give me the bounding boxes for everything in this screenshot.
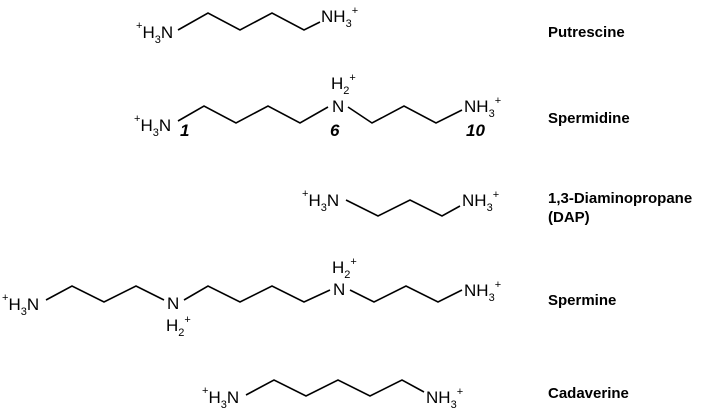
spermine-right-amine: NH3+ (464, 279, 501, 304)
spermidine-position-10: 10 (466, 121, 485, 140)
cadaverine-name: Cadaverine (548, 385, 629, 402)
spermine-h2-above: H2+ (332, 256, 357, 281)
spermine-chain-1 (45, 285, 165, 303)
spermine-chain-2 (183, 285, 331, 303)
spermidine-position-1: 1 (180, 121, 189, 140)
putrescine-name: Putrescine (548, 24, 625, 41)
cadaverine-carbon-chain (245, 379, 425, 397)
dap-name-line-1: 1,3-Diaminopropane (548, 190, 692, 207)
spermine-name: Spermine (548, 292, 616, 309)
spermidine-central-h2: H2+ (331, 72, 356, 97)
spermidine-central-n: N (332, 97, 344, 116)
spermine-h2-below: H2+ (166, 314, 191, 339)
spermine-n-1: N (167, 294, 179, 313)
spermine-chain-3 (349, 285, 463, 303)
spermidine-left-amine: +H3N (134, 113, 171, 139)
dap-name-line-2: (DAP) (548, 209, 590, 226)
putrescine-carbon-chain (177, 12, 321, 31)
spermidine-right-amine: NH3+ (464, 95, 501, 120)
dap-right-amine: NH3+ (462, 189, 499, 214)
cadaverine-structure: +H3N NH3+ Cadaverine (202, 379, 629, 411)
dap-left-amine: +H3N (302, 188, 339, 214)
cadaverine-right-amine: NH3+ (426, 386, 463, 411)
spermidine-structure: +H3N H2+ N NH3+ 1 6 10 Spermidine (134, 72, 630, 140)
dap-carbon-chain (345, 199, 461, 217)
spermine-left-amine: +H3N (2, 292, 39, 318)
spermidine-chain-left (177, 105, 329, 124)
cadaverine-left-amine: +H3N (202, 385, 239, 411)
spermidine-position-6: 6 (330, 121, 340, 140)
putrescine-right-amine: NH3+ (321, 5, 358, 30)
dap-structure: +H3N NH3+ 1,3-Diaminopropane (DAP) (302, 188, 692, 226)
spermine-n-2: N (333, 280, 345, 299)
spermidine-chain-right (347, 105, 463, 124)
spermine-structure: +H3N N H2+ H2+ N NH3+ Spermine (2, 256, 616, 339)
putrescine-structure: +H3N NH3+ Putrescine (136, 5, 625, 46)
spermidine-name: Spermidine (548, 110, 630, 127)
putrescine-left-amine: +H3N (136, 20, 173, 46)
